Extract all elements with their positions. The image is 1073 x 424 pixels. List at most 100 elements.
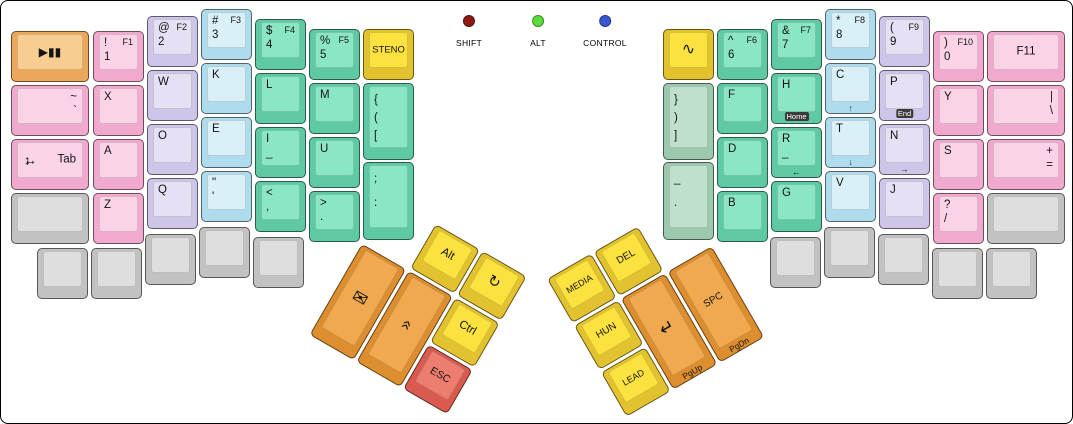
key-i-legend: I (266, 133, 270, 145)
key-j[interactable]: J (879, 178, 930, 229)
key-a[interactable]: A (93, 139, 144, 190)
alt-led-label: ALT (530, 38, 546, 48)
key-steno[interactable]: STENO (363, 29, 414, 80)
key-toggle[interactable]: ∿ (663, 29, 714, 80)
key-underscore-face: _. (669, 165, 708, 228)
key-semicolon[interactable]: ;: (363, 162, 414, 240)
key-blank-bl1[interactable] (37, 248, 88, 299)
key-open-brackets-legend: ( (374, 112, 378, 124)
key-tab[interactable]: ↔↕Tab (11, 139, 89, 190)
key-m-face: M (315, 86, 354, 122)
key-m[interactable]: M (309, 83, 360, 134)
key-i[interactable]: I_ (255, 127, 306, 178)
key-play-pause-face: ▶▮▮ (17, 34, 83, 70)
key-equals[interactable]: += (987, 139, 1065, 190)
key-blank-br4[interactable] (932, 248, 983, 299)
key-blank-left[interactable] (11, 193, 89, 244)
key-blank-br2[interactable] (824, 227, 875, 278)
key-ctrl-legend: Ctrl (456, 318, 479, 338)
key-u[interactable]: U (309, 137, 360, 188)
key-semicolon-face: ;: (369, 165, 408, 228)
key-v[interactable]: V (825, 171, 876, 222)
key-blank-br5[interactable] (986, 248, 1037, 299)
key-blank-right[interactable] (987, 193, 1065, 244)
move-icon: ↕ (24, 152, 31, 168)
key-w[interactable]: W (147, 70, 198, 121)
key-underscore[interactable]: _. (663, 162, 714, 240)
key-8-legend: 8 (836, 29, 843, 41)
key-6-legend: F6 (746, 35, 757, 45)
key-p-legend: P (890, 76, 898, 88)
key-blank-br3[interactable] (878, 234, 929, 285)
key-r-legend: _ (782, 147, 789, 159)
key-q[interactable]: Q (147, 178, 198, 229)
key-play-pause[interactable]: ▶▮▮ (11, 31, 89, 82)
key-blank-br5-face (992, 251, 1031, 287)
key-blank-bl2[interactable] (91, 248, 142, 299)
key-blank-br1-face (776, 240, 815, 276)
key-k[interactable]: K (201, 63, 252, 114)
key-comma-legend: , (266, 201, 270, 213)
key-c[interactable]: C↑ (825, 63, 876, 114)
key-r[interactable]: R_← (771, 127, 822, 178)
key-blank-bl5[interactable] (253, 237, 304, 288)
key-n[interactable]: N→ (879, 124, 930, 175)
key-blank-bl4[interactable] (199, 227, 250, 278)
key-s[interactable]: S (933, 139, 984, 190)
key-1-legend: F1 (122, 37, 133, 47)
key-s-legend: S (944, 145, 952, 157)
key-6-legend: 6 (728, 49, 735, 61)
key-backslash-legend: \ (1049, 105, 1053, 117)
key-g[interactable]: G (771, 181, 822, 232)
key-u-legend: U (320, 143, 329, 155)
key-v-face: V (831, 174, 870, 210)
key-blank-bl5-face (259, 240, 298, 276)
key-blank-bl3[interactable] (145, 234, 196, 285)
key-3-legend: 3 (212, 29, 219, 41)
key-1-legend: ! (104, 37, 108, 49)
key-d[interactable]: D (717, 137, 768, 188)
key-close-brackets[interactable]: })] (663, 83, 714, 160)
control-led-label: CONTROL (583, 38, 627, 48)
key-x-legend: X (104, 91, 112, 103)
key-blank-br1[interactable] (770, 237, 821, 288)
key-x[interactable]: X (93, 85, 144, 136)
key-open-brackets[interactable]: {([ (363, 83, 414, 160)
key-equals-legend: = (1046, 159, 1053, 171)
key-period[interactable]: >. (309, 191, 360, 242)
key-backslash[interactable]: |\ (987, 85, 1065, 136)
key-quote[interactable]: "' (201, 171, 252, 222)
key-tab-face: ↔↕Tab (17, 142, 83, 178)
key-t[interactable]: T↓ (825, 117, 876, 168)
key-e[interactable]: E (201, 117, 252, 168)
key-grave[interactable]: ~` (11, 85, 89, 136)
key-slash[interactable]: ?/ (933, 193, 984, 244)
key-f[interactable]: F (717, 83, 768, 134)
key-media-legend: MEDIA (564, 272, 595, 296)
key-comma[interactable]: <, (255, 181, 306, 232)
key-del-face: DEL (600, 232, 653, 283)
key-l[interactable]: L (255, 73, 306, 124)
key-y[interactable]: Y (933, 85, 984, 136)
key-b[interactable]: B (717, 191, 768, 242)
key-f-legend: F (728, 89, 736, 101)
key-h-face: H (777, 76, 816, 112)
key-steno-face: STENO (369, 32, 408, 68)
key-f11[interactable]: F11 (987, 31, 1065, 82)
key-toggle-face: ∿ (669, 32, 708, 68)
key-o[interactable]: O (147, 124, 198, 175)
key-esc-legend: ESC (427, 364, 453, 386)
key-z[interactable]: Z (93, 193, 144, 244)
